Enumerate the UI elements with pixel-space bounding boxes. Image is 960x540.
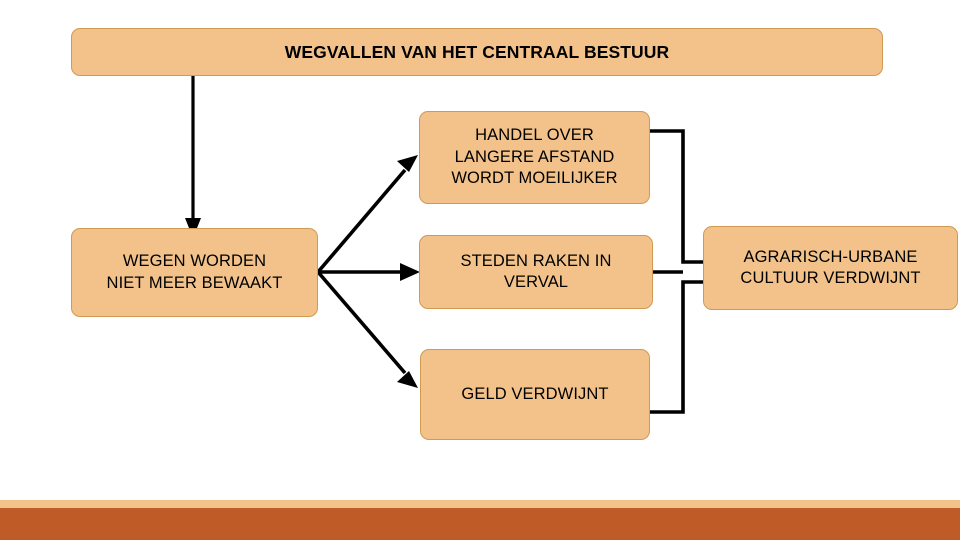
arrowhead-wegen-to-geld <box>397 371 418 388</box>
node-wegen[interactable]: WEGEN WORDEN NIET MEER BEWAAKT <box>71 228 318 317</box>
connector-wegen-to-geld <box>316 270 407 375</box>
footer-accent-stripe <box>0 500 960 508</box>
node-agrarisch-label: AGRARISCH-URBANE CULTUUR VERDWIJNT <box>740 247 921 287</box>
node-handel-label: HANDEL OVER LANGERE AFSTAND WORDT MOEILI… <box>451 126 618 188</box>
node-geld-label: GELD VERDWIJNT <box>461 384 609 403</box>
node-title[interactable]: WEGVALLEN VAN HET CENTRAAL BESTUUR <box>71 28 883 76</box>
arrowhead-wegen-to-handel <box>397 155 418 172</box>
node-steden-label: STEDEN RAKEN IN VERVAL <box>460 251 612 291</box>
connector-handel-to-agrarisch <box>650 129 703 264</box>
arrowhead-wegen-to-steden <box>400 263 420 281</box>
connector-wegen-to-handel <box>316 168 407 274</box>
node-agrarisch[interactable]: AGRARISCH-URBANE CULTUUR VERDWIJNT <box>703 226 958 310</box>
node-steden[interactable]: STEDEN RAKEN IN VERVAL <box>419 235 653 309</box>
footer-bar <box>0 500 960 540</box>
node-handel[interactable]: HANDEL OVER LANGERE AFSTAND WORDT MOEILI… <box>419 111 650 204</box>
connector-geld-to-agrarisch <box>650 280 703 414</box>
node-wegen-label: WEGEN WORDEN NIET MEER BEWAAKT <box>106 252 283 292</box>
footer-main-stripe <box>0 508 960 540</box>
node-title-label: WEGVALLEN VAN HET CENTRAAL BESTUUR <box>284 41 670 62</box>
node-geld[interactable]: GELD VERDWIJNT <box>420 349 650 440</box>
